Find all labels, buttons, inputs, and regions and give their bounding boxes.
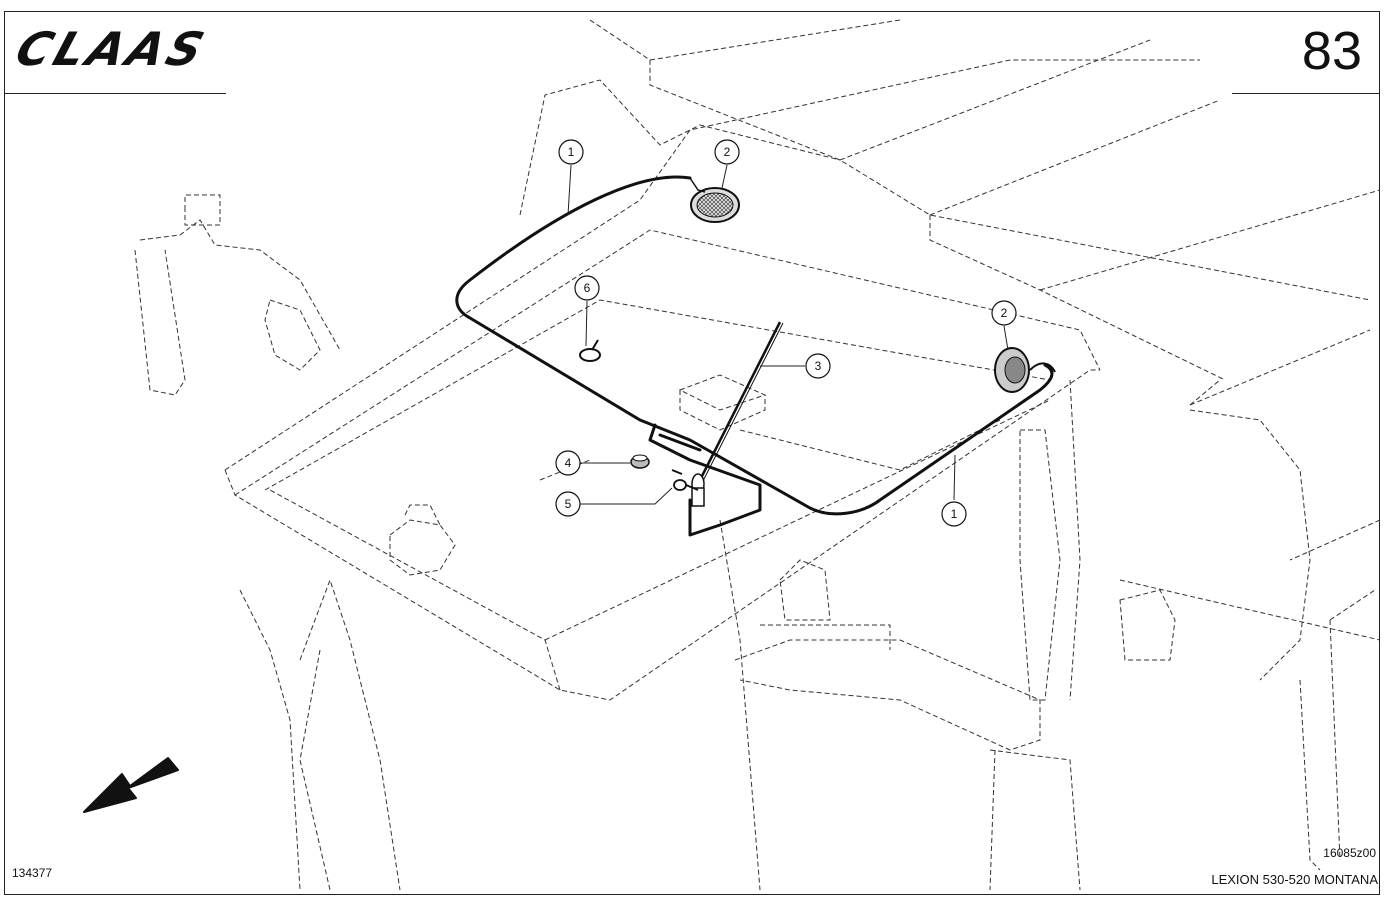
leader-lines [567,164,1009,505]
page-number: 83 [1301,21,1362,81]
grommet [630,454,650,469]
speaker-left [689,177,740,223]
antenna-rod [691,321,784,507]
ring-terminal [671,469,699,491]
speaker-right [994,347,1056,393]
model-name: LEXION 530-520 MONTANA [1211,872,1378,887]
drawing-id: 134377 [12,866,53,880]
svg-text:2: 2 [1001,306,1008,320]
callout-5: 5 [555,491,581,517]
machine-outline [134,19,1381,891]
callout-1a: 1 [558,139,584,165]
svg-text:2: 2 [724,145,731,159]
svg-text:3: 3 [815,359,822,373]
callout-1b: 1 [941,501,967,527]
header-rule-right [1232,93,1380,94]
arrow-down-left-icon [83,757,179,813]
figure-reference: 16085z00 [1323,846,1376,860]
callout-3: 3 [805,353,831,379]
callout-4: 4 [555,450,581,476]
drawing-frame [4,11,1380,895]
svg-text:1: 1 [951,507,958,521]
callout-6: 6 [574,275,600,301]
callout-2b: 2 [991,300,1017,326]
callout-2a: 2 [714,139,740,165]
wiring-harness [455,175,1054,537]
svg-text:1: 1 [568,145,575,159]
svg-text:5: 5 [565,497,572,511]
svg-text:6: 6 [584,281,591,295]
cable-clip [579,339,601,362]
header-rule-left [4,93,226,94]
svg-text:4: 4 [565,456,572,470]
